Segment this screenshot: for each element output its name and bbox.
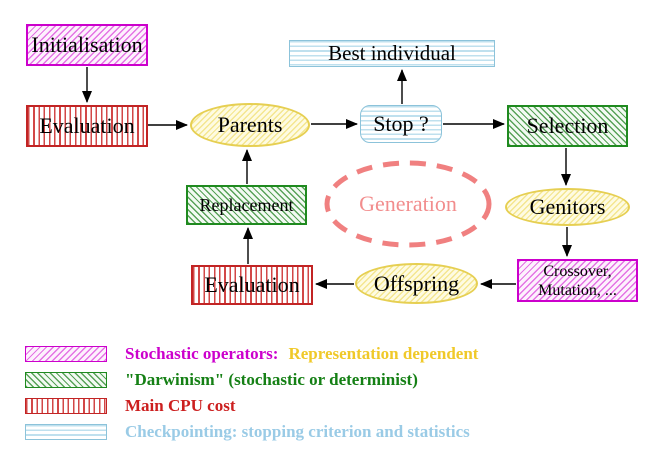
node-best-individual: Best individual bbox=[289, 40, 495, 67]
legend-swatch-magenta-hatch bbox=[25, 346, 107, 362]
node-genitors: Genitors bbox=[505, 188, 630, 226]
legend-row-stochastic: Stochastic operators: Representation dep… bbox=[25, 344, 479, 363]
generation-label: Generation bbox=[359, 191, 457, 216]
legend-label-stochastic-operators: Stochastic operators: bbox=[125, 344, 279, 363]
legend-row-darwinism: "Darwinism" (stochastic or determinist) bbox=[25, 370, 418, 389]
legend-row-cpu-cost: Main CPU cost bbox=[25, 396, 236, 415]
node-stop: Stop ? bbox=[360, 105, 442, 143]
node-evaluation-bottom: Evaluation bbox=[191, 265, 313, 305]
node-selection: Selection bbox=[507, 105, 628, 147]
legend-label-darwinism: "Darwinism" (stochastic or determinist) bbox=[125, 370, 418, 389]
node-evaluation-top: Evaluation bbox=[26, 105, 148, 147]
legend-swatch-cyan-stripes bbox=[25, 424, 107, 440]
node-crossover-mutation: Crossover, Mutation, ... bbox=[517, 259, 638, 302]
crossover-line1: Crossover, bbox=[543, 262, 612, 280]
legend-label-checkpointing: Checkpointing: stopping criterion and st… bbox=[125, 422, 470, 441]
legend-row-checkpointing: Checkpointing: stopping criterion and st… bbox=[25, 422, 470, 441]
legend-label-representation-dependent: Representation dependent bbox=[288, 344, 479, 363]
legend-swatch-red-stripes bbox=[25, 398, 107, 414]
node-offspring: Offspring bbox=[355, 263, 478, 304]
legend-swatch-green-hatch bbox=[25, 372, 107, 388]
node-parents: Parents bbox=[190, 103, 310, 147]
node-replacement: Replacement bbox=[186, 185, 307, 225]
crossover-line2: Mutation, ... bbox=[538, 281, 617, 299]
legend-label-main-cpu-cost: Main CPU cost bbox=[125, 396, 236, 415]
node-initialisation: Initialisation bbox=[26, 24, 148, 66]
